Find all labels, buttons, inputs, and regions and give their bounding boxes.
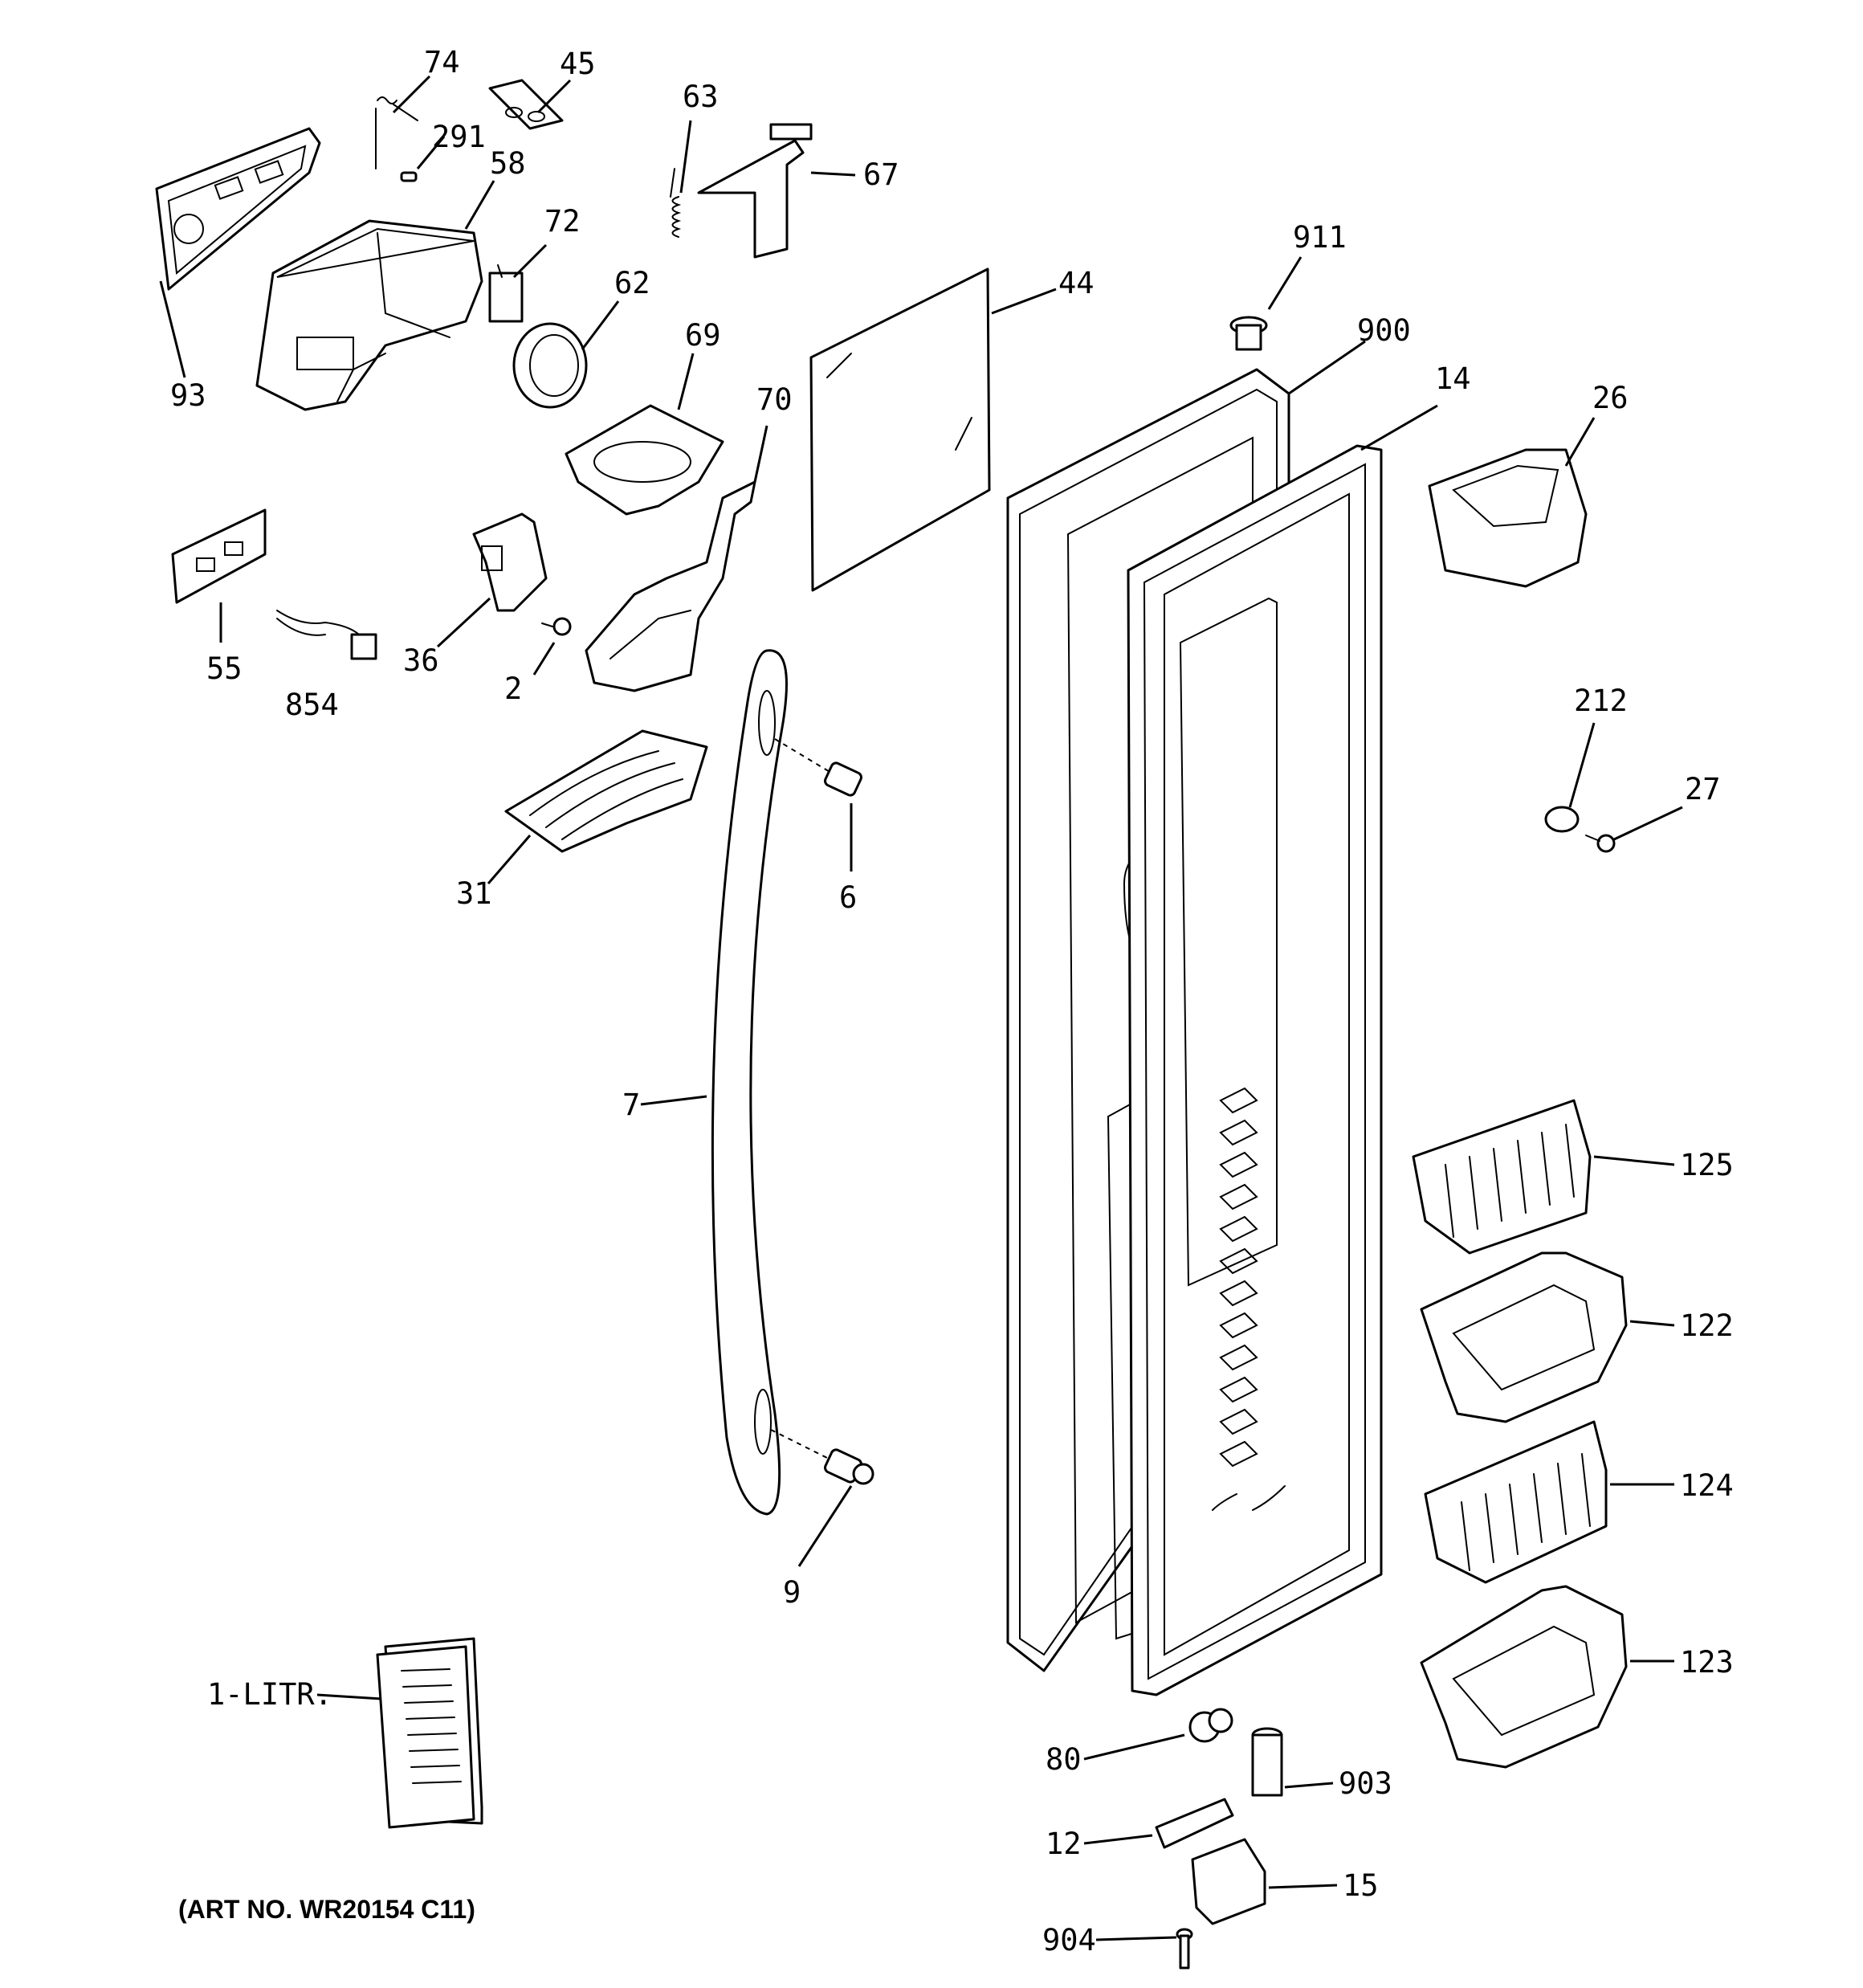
part-903-pin — [1251, 1727, 1283, 1797]
part-7-handle — [711, 649, 788, 1516]
callout-74: 74 — [424, 45, 460, 80]
part-93-control-panel — [155, 127, 321, 291]
part-854-harness — [276, 610, 377, 660]
part-55-board — [171, 508, 267, 604]
callout-123: 123 — [1680, 1645, 1734, 1680]
callout-911: 911 — [1293, 220, 1347, 255]
callout-1-litr: 1-LITR. — [207, 1677, 332, 1712]
part-14-gasket — [1127, 444, 1383, 1696]
art-number-caption: (ART NO. WR20154 C11) — [178, 1895, 475, 1924]
callout-854: 854 — [285, 688, 339, 722]
callout-14: 14 — [1435, 361, 1471, 396]
callout-122: 122 — [1680, 1308, 1734, 1343]
callout-900: 900 — [1357, 313, 1411, 348]
callout-55: 55 — [206, 651, 243, 686]
callout-291: 291 — [432, 120, 486, 154]
part-2-screw — [541, 617, 572, 636]
part-122-door-bin — [1420, 1251, 1628, 1423]
callout-26: 26 — [1592, 381, 1629, 415]
part-36-bracket — [472, 512, 548, 612]
part-904-screw — [1176, 1928, 1193, 1970]
callout-27: 27 — [1685, 772, 1721, 806]
part-31-drip-tray — [504, 729, 708, 853]
callout-70: 70 — [756, 382, 793, 417]
part-70-arm — [585, 480, 756, 692]
part-6-stud — [824, 761, 862, 797]
callout-125: 125 — [1680, 1148, 1734, 1182]
callout-80: 80 — [1046, 1742, 1082, 1777]
callout-labels: 74 45 63 291 58 67 72 911 44 62 900 69 9… — [170, 45, 1734, 1957]
part-67-bracket — [697, 123, 813, 259]
callout-58: 58 — [490, 146, 526, 181]
part-62-ring — [512, 322, 588, 409]
leader-lines — [159, 75, 1683, 1941]
callout-36: 36 — [403, 643, 439, 678]
part-72-switch — [488, 264, 524, 323]
callout-44: 44 — [1058, 266, 1095, 300]
part-26-bin — [1428, 448, 1588, 588]
callout-69: 69 — [685, 318, 721, 353]
part-124-wire-shelf — [1424, 1420, 1608, 1584]
callout-903: 903 — [1339, 1766, 1392, 1801]
part-1-litr-manual — [376, 1637, 483, 1829]
part-9-screw — [824, 1448, 874, 1485]
callout-904: 904 — [1042, 1923, 1096, 1957]
part-44-decal — [809, 267, 991, 592]
callout-63: 63 — [683, 80, 719, 114]
callout-72: 72 — [544, 204, 581, 239]
part-45-bracket — [488, 79, 564, 130]
part-15-hinge — [1191, 1838, 1266, 1925]
callout-124: 124 — [1680, 1468, 1734, 1503]
callout-62: 62 — [614, 266, 650, 300]
callout-93: 93 — [170, 378, 206, 413]
callout-2: 2 — [504, 672, 522, 706]
callout-67: 67 — [863, 157, 899, 192]
part-63-spring — [670, 168, 682, 238]
callout-7: 7 — [622, 1088, 640, 1122]
part-58-dispenser-housing — [255, 219, 483, 411]
callout-31: 31 — [456, 876, 492, 911]
part-911-bushing — [1229, 316, 1268, 351]
shelf-clip-array — [1219, 1087, 1258, 1468]
callout-45: 45 — [560, 47, 596, 81]
callout-12: 12 — [1046, 1827, 1082, 1861]
callout-6: 6 — [839, 880, 857, 915]
part-12-bracket — [1155, 1798, 1234, 1849]
callout-212: 212 — [1574, 684, 1628, 718]
callout-15: 15 — [1343, 1868, 1379, 1903]
part-27-screw — [1585, 834, 1616, 853]
part-212-bushing — [1544, 806, 1580, 833]
part-291-screw — [400, 171, 418, 182]
part-80-bushing — [1188, 1708, 1233, 1743]
part-123-door-bin — [1420, 1585, 1628, 1769]
part-125-wire-shelf — [1412, 1099, 1592, 1255]
part-69-chute — [565, 404, 724, 516]
callout-9: 9 — [783, 1575, 801, 1610]
